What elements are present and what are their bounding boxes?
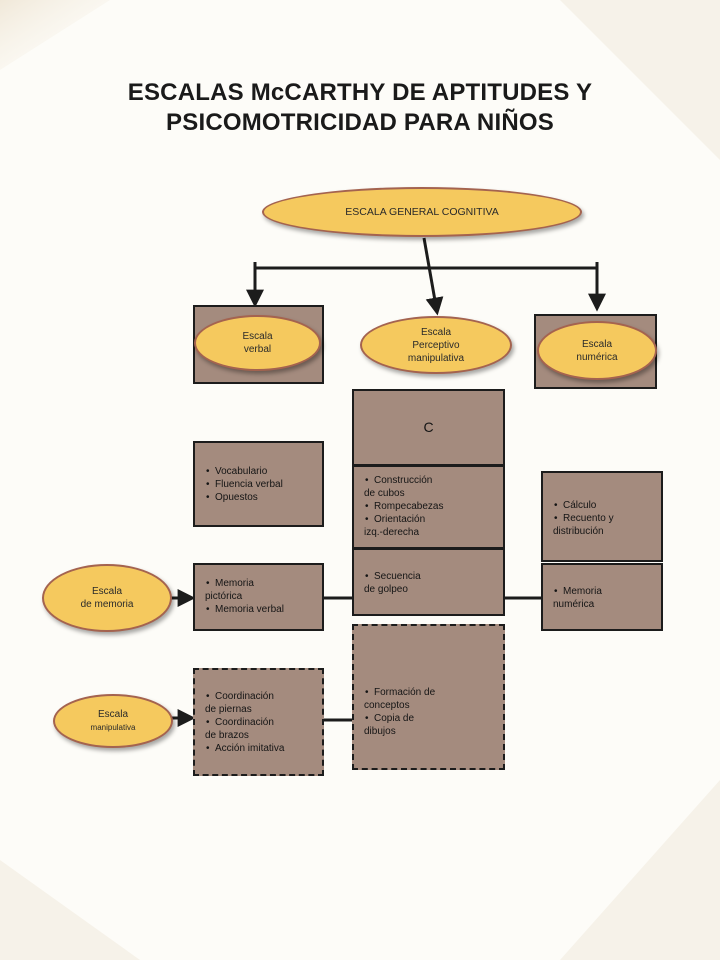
escala-motricidad-line-1: Escala (97, 709, 128, 720)
box-perceptivo-tests: Construcción de cubos Rompecabezas Orien… (352, 465, 505, 549)
list-item: Coordinación (205, 716, 322, 729)
list-item: Recuento y (553, 512, 661, 525)
list-item: Memoria (553, 585, 661, 598)
list-item: dibujos (364, 726, 396, 737)
escala-verbal-line-1: Escala (242, 331, 273, 342)
ellipse-escala-verbal: Escala verbal (194, 315, 321, 371)
memoria-numerica-list: Memoria numérica (553, 585, 661, 611)
list-item: Copia de (364, 712, 503, 725)
escala-memoria-line-2: de memoria (80, 599, 134, 610)
ellipse-escala-perceptivo: Escala Perceptivo manipulativa (360, 316, 512, 374)
list-item: Formación de (364, 686, 503, 699)
page-title: ESCALAS McCARTHY DE APTITUDES Y PSICOMOT… (60, 78, 660, 138)
escala-perceptivo-line-3: manipulativa (407, 352, 465, 364)
list-item: de brazos (205, 730, 249, 741)
list-item: Coordinación (205, 690, 322, 703)
motricidad-tests-list: Coordinación de piernas Coordinación de … (205, 690, 322, 755)
escala-numerica-line-1: Escala (581, 338, 612, 350)
box-memoria-perceptiva: Secuencia de golpeo (352, 548, 505, 616)
list-item: Rompecabezas (364, 500, 503, 513)
list-item: de golpeo (364, 584, 408, 595)
escala-perceptivo-line-1: Escala (420, 326, 451, 338)
title-line-1: ESCALAS McCARTHY DE APTITUDES Y (127, 79, 593, 107)
list-item: distribución (553, 526, 604, 537)
list-item: pictórica (205, 591, 243, 602)
memoria-perceptiva-list: Secuencia de golpeo (364, 570, 503, 596)
list-item: izq.-derecha (364, 527, 420, 538)
ellipse-escala-motricidad: Escala manipulativa (53, 694, 173, 748)
arrow-to-perceptivo (422, 237, 444, 316)
escala-motricidad-line-2: manipulativa (90, 723, 136, 732)
list-item: Orientación (364, 513, 503, 526)
box-memoria-numerica: Memoria numérica (541, 563, 663, 631)
ellipse-escala-numerica: Escala numérica (537, 321, 657, 380)
box-memoria-verbal: Memoria pictórica Memoria verbal (193, 563, 324, 631)
perceptivo-header-label: C (423, 419, 434, 435)
ellipse-escala-general: ESCALA GENERAL COGNITIVA (262, 187, 582, 237)
escala-perceptivo-line-2: Perceptivo (412, 339, 460, 351)
list-item: de piernas (205, 704, 252, 715)
memoria-verbal-list: Memoria pictórica Memoria verbal (205, 577, 322, 616)
list-item: numérica (553, 599, 595, 610)
escala-memoria-line-1: Escala (91, 586, 122, 597)
escala-verbal-line-2: verbal (243, 344, 272, 355)
list-item: conceptos (364, 700, 410, 711)
box-numerica-tests: Cálculo Recuento y distribución (541, 471, 663, 562)
numerica-tests-list: Cálculo Recuento y distribución (553, 499, 661, 538)
list-item: Secuencia (364, 570, 503, 583)
perceptivo-tests-list: Construcción de cubos Rompecabezas Orien… (364, 474, 503, 539)
list-item: Memoria verbal (205, 603, 322, 616)
box-perceptivo-header: C (352, 389, 505, 466)
list-item: Acción imitativa (205, 742, 322, 755)
escala-numerica-line-2: numérica (576, 351, 618, 363)
escala-general-label: ESCALA GENERAL COGNITIVA (345, 205, 499, 218)
list-item: Opuestos (205, 491, 322, 504)
ellipse-escala-memoria: Escala de memoria (42, 564, 172, 632)
list-item: Memoria (205, 577, 322, 590)
list-item: de cubos (364, 488, 405, 499)
list-item: Fluencia verbal (205, 478, 322, 491)
list-item: Construcción (364, 474, 503, 487)
perceptivo-extra-list: Formación de conceptos Copia de dibujos (364, 686, 503, 738)
list-item: Cálculo (553, 499, 661, 512)
box-verbal-tests: Vocabulario Fluencia verbal Opuestos (193, 441, 324, 527)
box-motricidad-tests: Coordinación de piernas Coordinación de … (193, 668, 324, 776)
verbal-tests-list: Vocabulario Fluencia verbal Opuestos (205, 465, 322, 504)
list-item: Vocabulario (205, 465, 322, 478)
title-line-2: PSICOMOTRICIDAD PARA NIÑOS (166, 109, 554, 137)
box-perceptivo-extra: Formación de conceptos Copia de dibujos (352, 624, 505, 770)
